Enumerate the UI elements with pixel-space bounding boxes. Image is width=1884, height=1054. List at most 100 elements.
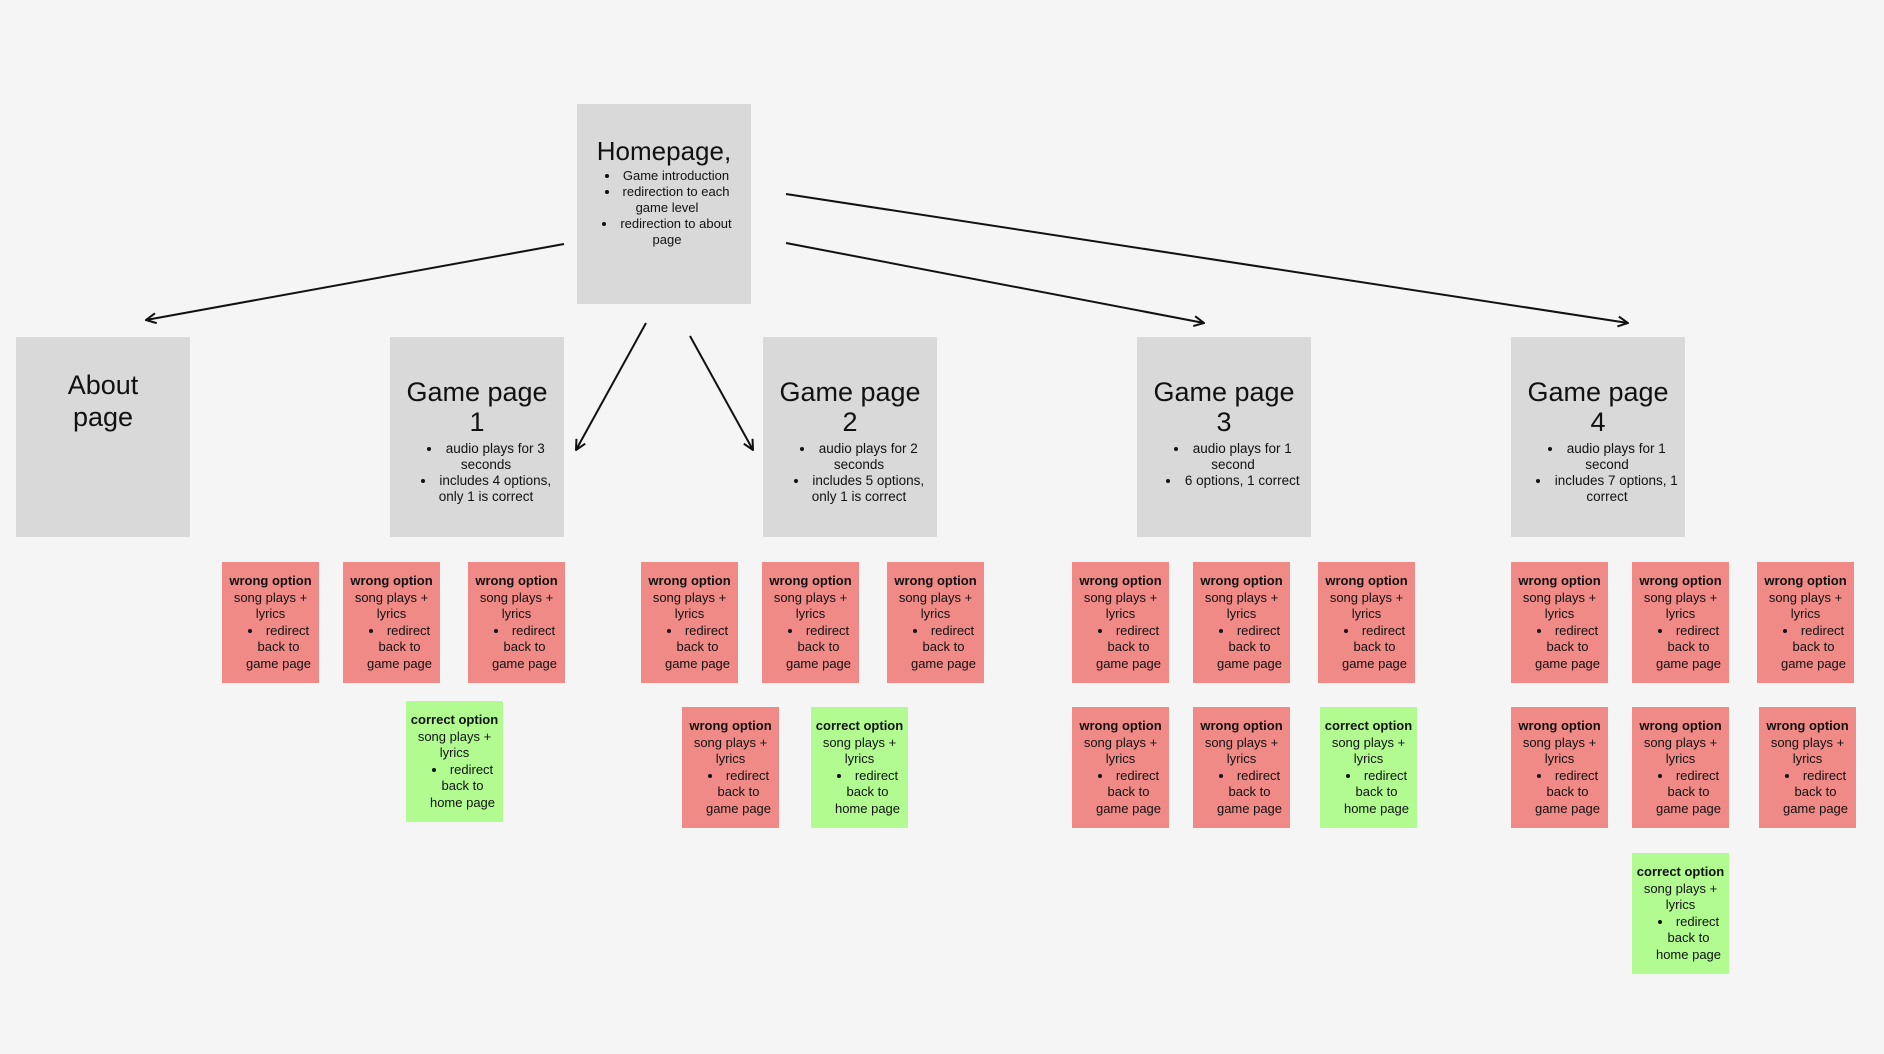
game-page-1-node: Game page 1 audio plays for 3 seconds in… (390, 337, 564, 537)
homepage-bullet: redirection to about page (589, 216, 745, 248)
option-card-body: song plays + lyrics (1083, 589, 1158, 622)
option-card-bullets: redirect back to game page (471, 623, 562, 673)
option-card-bullet: redirect back to game page (241, 623, 316, 673)
homepage-bullet: redirection to each game level (589, 184, 745, 216)
option-card-body: song plays + lyrics (354, 589, 429, 622)
game-page-2-bullets: audio plays for 2 seconds includes 5 opt… (769, 441, 931, 505)
arrow-home-to-game1 (576, 322, 647, 450)
option-card-title: wrong option (894, 573, 977, 588)
option-card-bullet: redirect back to game page (701, 768, 776, 818)
option-card-title: wrong option (689, 718, 772, 733)
game-page-3-title: Game page 3 (1153, 377, 1295, 437)
option-card-body: song plays + lyrics (1329, 589, 1404, 622)
option-card-title: wrong option (1325, 573, 1408, 588)
homepage-bullets: Game introduction redirection to each ga… (583, 168, 745, 248)
option-card-title: wrong option (350, 573, 433, 588)
option-card-bullet: redirect back to game page (1778, 768, 1853, 818)
option-card-title: wrong option (1639, 718, 1722, 733)
option-card-body: song plays + lyrics (1768, 589, 1843, 622)
game-page-bullet: audio plays for 3 seconds (414, 441, 558, 473)
option-card-body: song plays + lyrics (233, 589, 308, 622)
game-page-4-bullets: audio plays for 1 second includes 7 opti… (1517, 441, 1679, 505)
arrow-home-to-about (146, 243, 565, 320)
option-card-body: song plays + lyrics (1643, 589, 1718, 622)
option-card-title: correct option (1636, 864, 1725, 879)
option-card-bullets: redirect back to game page (1196, 768, 1287, 818)
option-card-bullets: redirect back to game page (1075, 768, 1166, 818)
option-card-body: song plays + lyrics (1204, 589, 1279, 622)
option-card-bullet: redirect back to game page (1212, 768, 1287, 818)
option-card-bullet: redirect back to game page (906, 623, 981, 673)
option-card-bullets: redirect back to game page (1075, 623, 1166, 673)
option-card-bullet: redirect back to home page (1339, 768, 1414, 818)
option-card-title: wrong option (475, 573, 558, 588)
option-card-title: wrong option (1079, 573, 1162, 588)
option-card-body: song plays + lyrics (693, 734, 768, 767)
option-card-bullets: redirect back to game page (1514, 623, 1605, 673)
option-card-bullet: redirect back to game page (1530, 623, 1605, 673)
game-page-2-node: Game page 2 audio plays for 2 seconds in… (763, 337, 937, 537)
game-page-1-bullets: audio plays for 3 seconds includes 4 opt… (396, 441, 558, 505)
option-card-bullet: redirect back to home page (1651, 914, 1726, 964)
option-card-body: song plays + lyrics (417, 728, 492, 761)
option-card-bullet: redirect back to game page (1651, 623, 1726, 673)
option-card-bullets: redirect back to game page (346, 623, 437, 673)
option-card-bullets: redirect back to home page (409, 762, 500, 812)
option-card-bullets: redirect back to game page (225, 623, 316, 673)
option-card-bullets: redirect back to game page (1635, 623, 1726, 673)
option-card-body: song plays + lyrics (1643, 734, 1718, 767)
option-card-bullets: redirect back to game page (1321, 623, 1412, 673)
option-card-body: song plays + lyrics (1083, 734, 1158, 767)
option-card-body: song plays + lyrics (652, 589, 727, 622)
option-card-bullets: redirect back to home page (814, 768, 905, 818)
about-page-title: About page (67, 370, 139, 432)
arrow-home-to-game4 (785, 193, 1628, 323)
option-card-title: correct option (815, 718, 904, 733)
option-card-bullet: redirect back to game page (1091, 623, 1166, 673)
option-card-title: wrong option (769, 573, 852, 588)
homepage-node: Homepage, Game introduction redirection … (577, 104, 751, 304)
option-card-bullet: redirect back to game page (1651, 768, 1726, 818)
option-card-bullet: redirect back to game page (1530, 768, 1605, 818)
game-page-1-title: Game page 1 (406, 377, 548, 437)
option-card-bullets: redirect back to home page (1323, 768, 1414, 818)
option-card-bullets: redirect back to game page (1762, 768, 1853, 818)
game-page-bullet: 6 options, 1 correct (1161, 473, 1305, 489)
option-card-body: song plays + lyrics (479, 589, 554, 622)
option-card-bullet: redirect back to game page (1091, 768, 1166, 818)
option-card-bullet: redirect back to game page (487, 623, 562, 673)
game-page-bullet: includes 4 options, only 1 is correct (414, 473, 558, 505)
about-page-node: About page (16, 337, 190, 537)
option-card-bullet: redirect back to home page (425, 762, 500, 812)
option-card-title: wrong option (1079, 718, 1162, 733)
game-page-bullet: audio plays for 1 second (1161, 441, 1305, 473)
option-card-bullets: redirect back to game page (1635, 768, 1726, 818)
option-card-title: wrong option (1200, 718, 1283, 733)
option-card-body: song plays + lyrics (1204, 734, 1279, 767)
option-card-bullets: redirect back to game page (1196, 623, 1287, 673)
option-card-bullets: redirect back to game page (890, 623, 981, 673)
option-card-body: song plays + lyrics (773, 589, 848, 622)
option-card-body: song plays + lyrics (1770, 734, 1845, 767)
option-card-title: wrong option (229, 573, 312, 588)
option-card-bullets: redirect back to game page (1760, 623, 1851, 673)
game-page-bullet: audio plays for 2 seconds (787, 441, 931, 473)
homepage-bullet: Game introduction (589, 168, 745, 184)
